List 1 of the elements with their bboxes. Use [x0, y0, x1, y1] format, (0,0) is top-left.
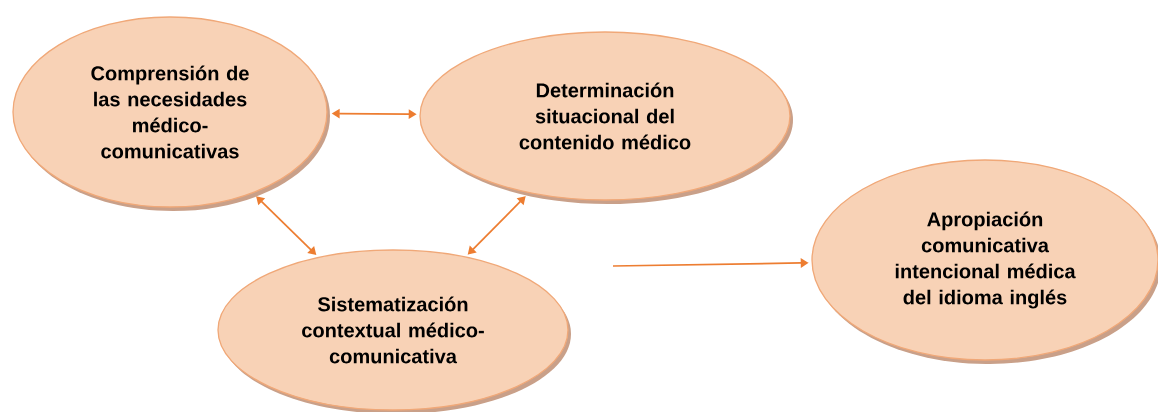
- arrow: [467, 196, 526, 255]
